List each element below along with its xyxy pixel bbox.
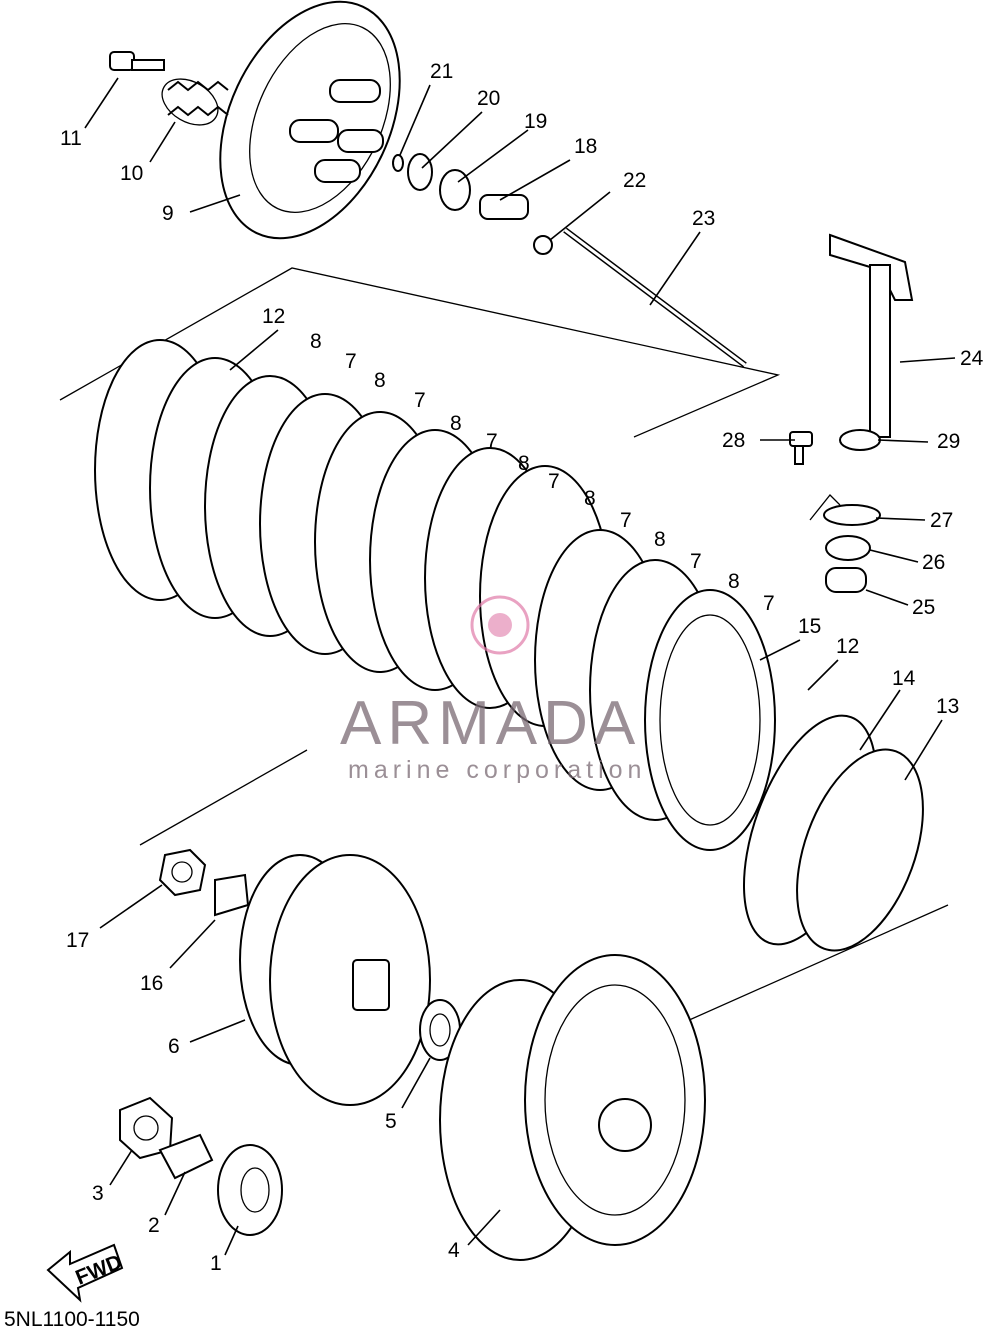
callout-8-f: 8 xyxy=(654,528,666,551)
push-rod-parts xyxy=(392,153,553,255)
callout-25: 25 xyxy=(912,596,935,619)
callout-2: 2 xyxy=(148,1214,160,1237)
lever-small-parts xyxy=(789,429,881,593)
callout-7-a: 7 xyxy=(345,350,357,373)
front-small-parts xyxy=(119,1096,283,1236)
clutch-plate-stack xyxy=(94,339,776,851)
callout-28: 28 xyxy=(722,429,745,452)
callout-20: 20 xyxy=(477,87,500,110)
callout-18: 18 xyxy=(574,135,597,158)
watermark-logo-icon xyxy=(470,595,530,655)
callout-8-e: 8 xyxy=(584,487,596,510)
watermark-tagline: marine corporation xyxy=(348,756,647,784)
callout-27: 27 xyxy=(930,509,953,532)
watermark-brand: ARMADA xyxy=(340,689,642,758)
document-code: 5NL1100-1150 xyxy=(4,1308,140,1331)
callout-7-g: 7 xyxy=(763,592,775,615)
callout-29: 29 xyxy=(937,430,960,453)
callout-19: 19 xyxy=(524,110,547,133)
callout-7-e: 7 xyxy=(620,509,632,532)
nut-and-lock-washer xyxy=(158,848,250,917)
callout-26: 26 xyxy=(922,551,945,574)
clutch-housing xyxy=(439,954,706,1261)
callout-7-b: 7 xyxy=(414,389,426,412)
callout-7-d: 7 xyxy=(548,470,560,493)
callout-15: 15 xyxy=(798,615,821,638)
clutch-boss xyxy=(239,854,431,1106)
thrust-washer xyxy=(419,999,461,1061)
leader-lines xyxy=(84,77,956,1256)
callout-24: 24 xyxy=(960,347,984,370)
callout-12-bottom: 12 xyxy=(836,635,859,658)
wire-rings xyxy=(743,714,924,952)
callout-8-b: 8 xyxy=(374,369,386,392)
spring xyxy=(161,78,229,126)
callout-8-a: 8 xyxy=(310,330,322,353)
plate-stack-frame xyxy=(59,267,949,1026)
callout-7-c: 7 xyxy=(486,430,498,453)
callout-4: 4 xyxy=(448,1239,460,1262)
callout-5: 5 xyxy=(385,1110,397,1133)
callout-8-g: 8 xyxy=(728,570,740,593)
fwd-arrow-icon: FWD xyxy=(46,1243,125,1303)
callout-14: 14 xyxy=(892,667,916,690)
callout-6: 6 xyxy=(168,1035,180,1058)
callout-labels: 11 10 9 21 20 19 18 22 23 24 28 29 27 26… xyxy=(60,60,984,1275)
callout-8-c: 8 xyxy=(450,412,462,435)
callout-11: 11 xyxy=(60,127,82,150)
callout-1: 1 xyxy=(210,1252,222,1275)
callout-10: 10 xyxy=(120,162,143,185)
callout-8-d: 8 xyxy=(518,452,530,475)
callout-7-f: 7 xyxy=(690,550,702,573)
callout-17: 17 xyxy=(66,929,89,952)
callout-9: 9 xyxy=(162,202,174,225)
bolt xyxy=(109,51,165,71)
callout-13: 13 xyxy=(936,695,959,718)
callout-3: 3 xyxy=(92,1182,104,1205)
callout-22: 22 xyxy=(623,169,646,192)
callout-12-top: 12 xyxy=(262,305,285,328)
callout-23: 23 xyxy=(692,207,715,230)
pressure-plate xyxy=(219,0,401,240)
callout-21: 21 xyxy=(430,60,453,83)
push-lever-shaft xyxy=(829,233,914,438)
callout-16: 16 xyxy=(140,972,163,995)
